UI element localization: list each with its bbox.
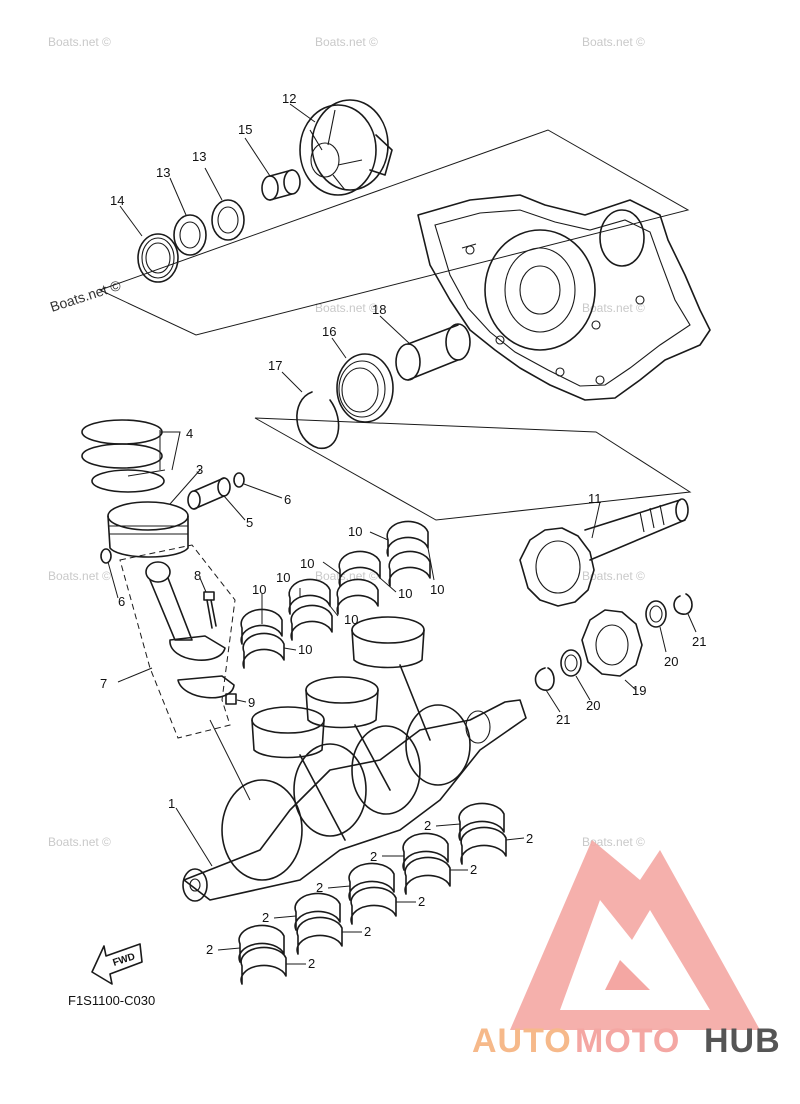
upper-assembly-frame (98, 129, 690, 336)
part-6-clip (100, 548, 112, 564)
part-20-washer-inner (649, 605, 663, 623)
callout-5: 5 (246, 515, 253, 530)
watermarks: Boats.net © Boats.net © Boats.net © Boat… (48, 35, 645, 849)
callout-11: 11 (588, 491, 602, 506)
callout-13: 13 (156, 165, 170, 180)
part-7-connecting-rod (145, 561, 235, 699)
callout-9: 9 (248, 695, 255, 710)
callout-12: 12 (282, 91, 296, 106)
watermark: Boats.net © (582, 569, 645, 583)
middle-assembly-frame (254, 417, 692, 521)
callout-13: 13 (192, 149, 206, 164)
part-20-washer (560, 649, 582, 677)
part-7-conrod-group (119, 544, 236, 739)
callout-6: 6 (284, 492, 291, 507)
callout-2: 2 (470, 862, 477, 877)
part-9-nut (225, 693, 237, 705)
assembled-pistons (251, 616, 431, 841)
automotohub-logo-icon (510, 840, 760, 1030)
callout-10: 10 (276, 570, 290, 585)
part-12-impeller (299, 99, 393, 196)
part-18-sleeve (395, 323, 471, 381)
callout-10: 10 (348, 524, 362, 539)
part-11-gear-shaft (519, 498, 689, 607)
callout-10: 10 (430, 582, 444, 597)
callout-20: 20 (664, 654, 678, 669)
watermark: Boats.net © (582, 35, 645, 49)
part-3-piston (107, 501, 189, 558)
watermark: Boats.net © (48, 569, 111, 583)
part-21-circlip (673, 593, 693, 615)
callout-2: 2 (262, 910, 269, 925)
callout-18: 18 (372, 302, 386, 317)
callout-2: 2 (424, 818, 431, 833)
part-2-leaders (217, 823, 525, 965)
part-2-main-bearings (238, 802, 507, 985)
part-21-circlip (534, 667, 555, 691)
callout-10: 10 (298, 642, 312, 657)
part-14-bearing (137, 233, 179, 283)
callout-19: 19 (632, 683, 646, 698)
part-15-sleeve (261, 169, 301, 201)
watermark: Boats.net © (48, 835, 111, 849)
part-8-bolt (203, 591, 217, 629)
callout-2: 2 (206, 942, 213, 957)
callout-2: 2 (308, 956, 315, 971)
callout-8: 8 (194, 568, 201, 583)
part-20-washer (645, 600, 667, 628)
callout-4: 4 (186, 426, 193, 441)
part-1-crankshaft (182, 699, 527, 902)
watermark: Boats.net © (315, 35, 378, 49)
watermark: Boats.net © (48, 35, 111, 49)
part-13-seals (173, 199, 245, 256)
callout-16: 16 (322, 324, 336, 339)
callout-7: 7 (100, 676, 107, 691)
diagram-code: F1S1100-C030 (68, 993, 155, 1008)
part-4-piston-rings (81, 419, 165, 493)
part-19-gear (581, 609, 643, 677)
callout-21: 21 (556, 712, 570, 727)
watermark: Boats.net © (582, 301, 645, 315)
leader-lines (107, 103, 697, 867)
callout-2: 2 (364, 924, 371, 939)
brand-wordmark: AUTO MOTO HUB (472, 1022, 781, 1060)
part-16-bearing (336, 353, 394, 423)
part-17-circlip (296, 391, 340, 449)
callout-10: 10 (252, 582, 266, 597)
crankcase-cover (417, 194, 711, 401)
brand-moto: MOTO (575, 1022, 680, 1060)
callout-10: 10 (398, 586, 412, 601)
brand-hub: HUB (704, 1022, 781, 1060)
callout-20: 20 (586, 698, 600, 713)
callout-14: 14 (110, 193, 124, 208)
callout-2: 2 (526, 831, 533, 846)
part-5-piston-pin (187, 477, 231, 510)
callout-1: 1 (168, 796, 175, 811)
part-6-clip (233, 472, 245, 488)
callout-10: 10 (300, 556, 314, 571)
part-10-conrod-bearings (240, 520, 431, 669)
watermark: Boats.net © (315, 301, 378, 315)
part-20-washer-inner (564, 654, 578, 672)
callout-21: 21 (692, 634, 706, 649)
callout-6: 6 (118, 594, 125, 609)
callout-2: 2 (370, 849, 377, 864)
callout-3: 3 (196, 462, 203, 477)
forward-arrow-icon: FWD (91, 943, 143, 985)
brand-auto: AUTO (472, 1022, 572, 1060)
callout-2: 2 (418, 894, 425, 909)
callout-2: 2 (316, 880, 323, 895)
callout-labels: 12 15 13 13 14 18 16 17 4 3 6 5 6 8 7 9 … (100, 91, 706, 971)
callout-10: 10 (344, 612, 358, 627)
callout-17: 17 (268, 358, 282, 373)
callout-15: 15 (238, 122, 252, 137)
